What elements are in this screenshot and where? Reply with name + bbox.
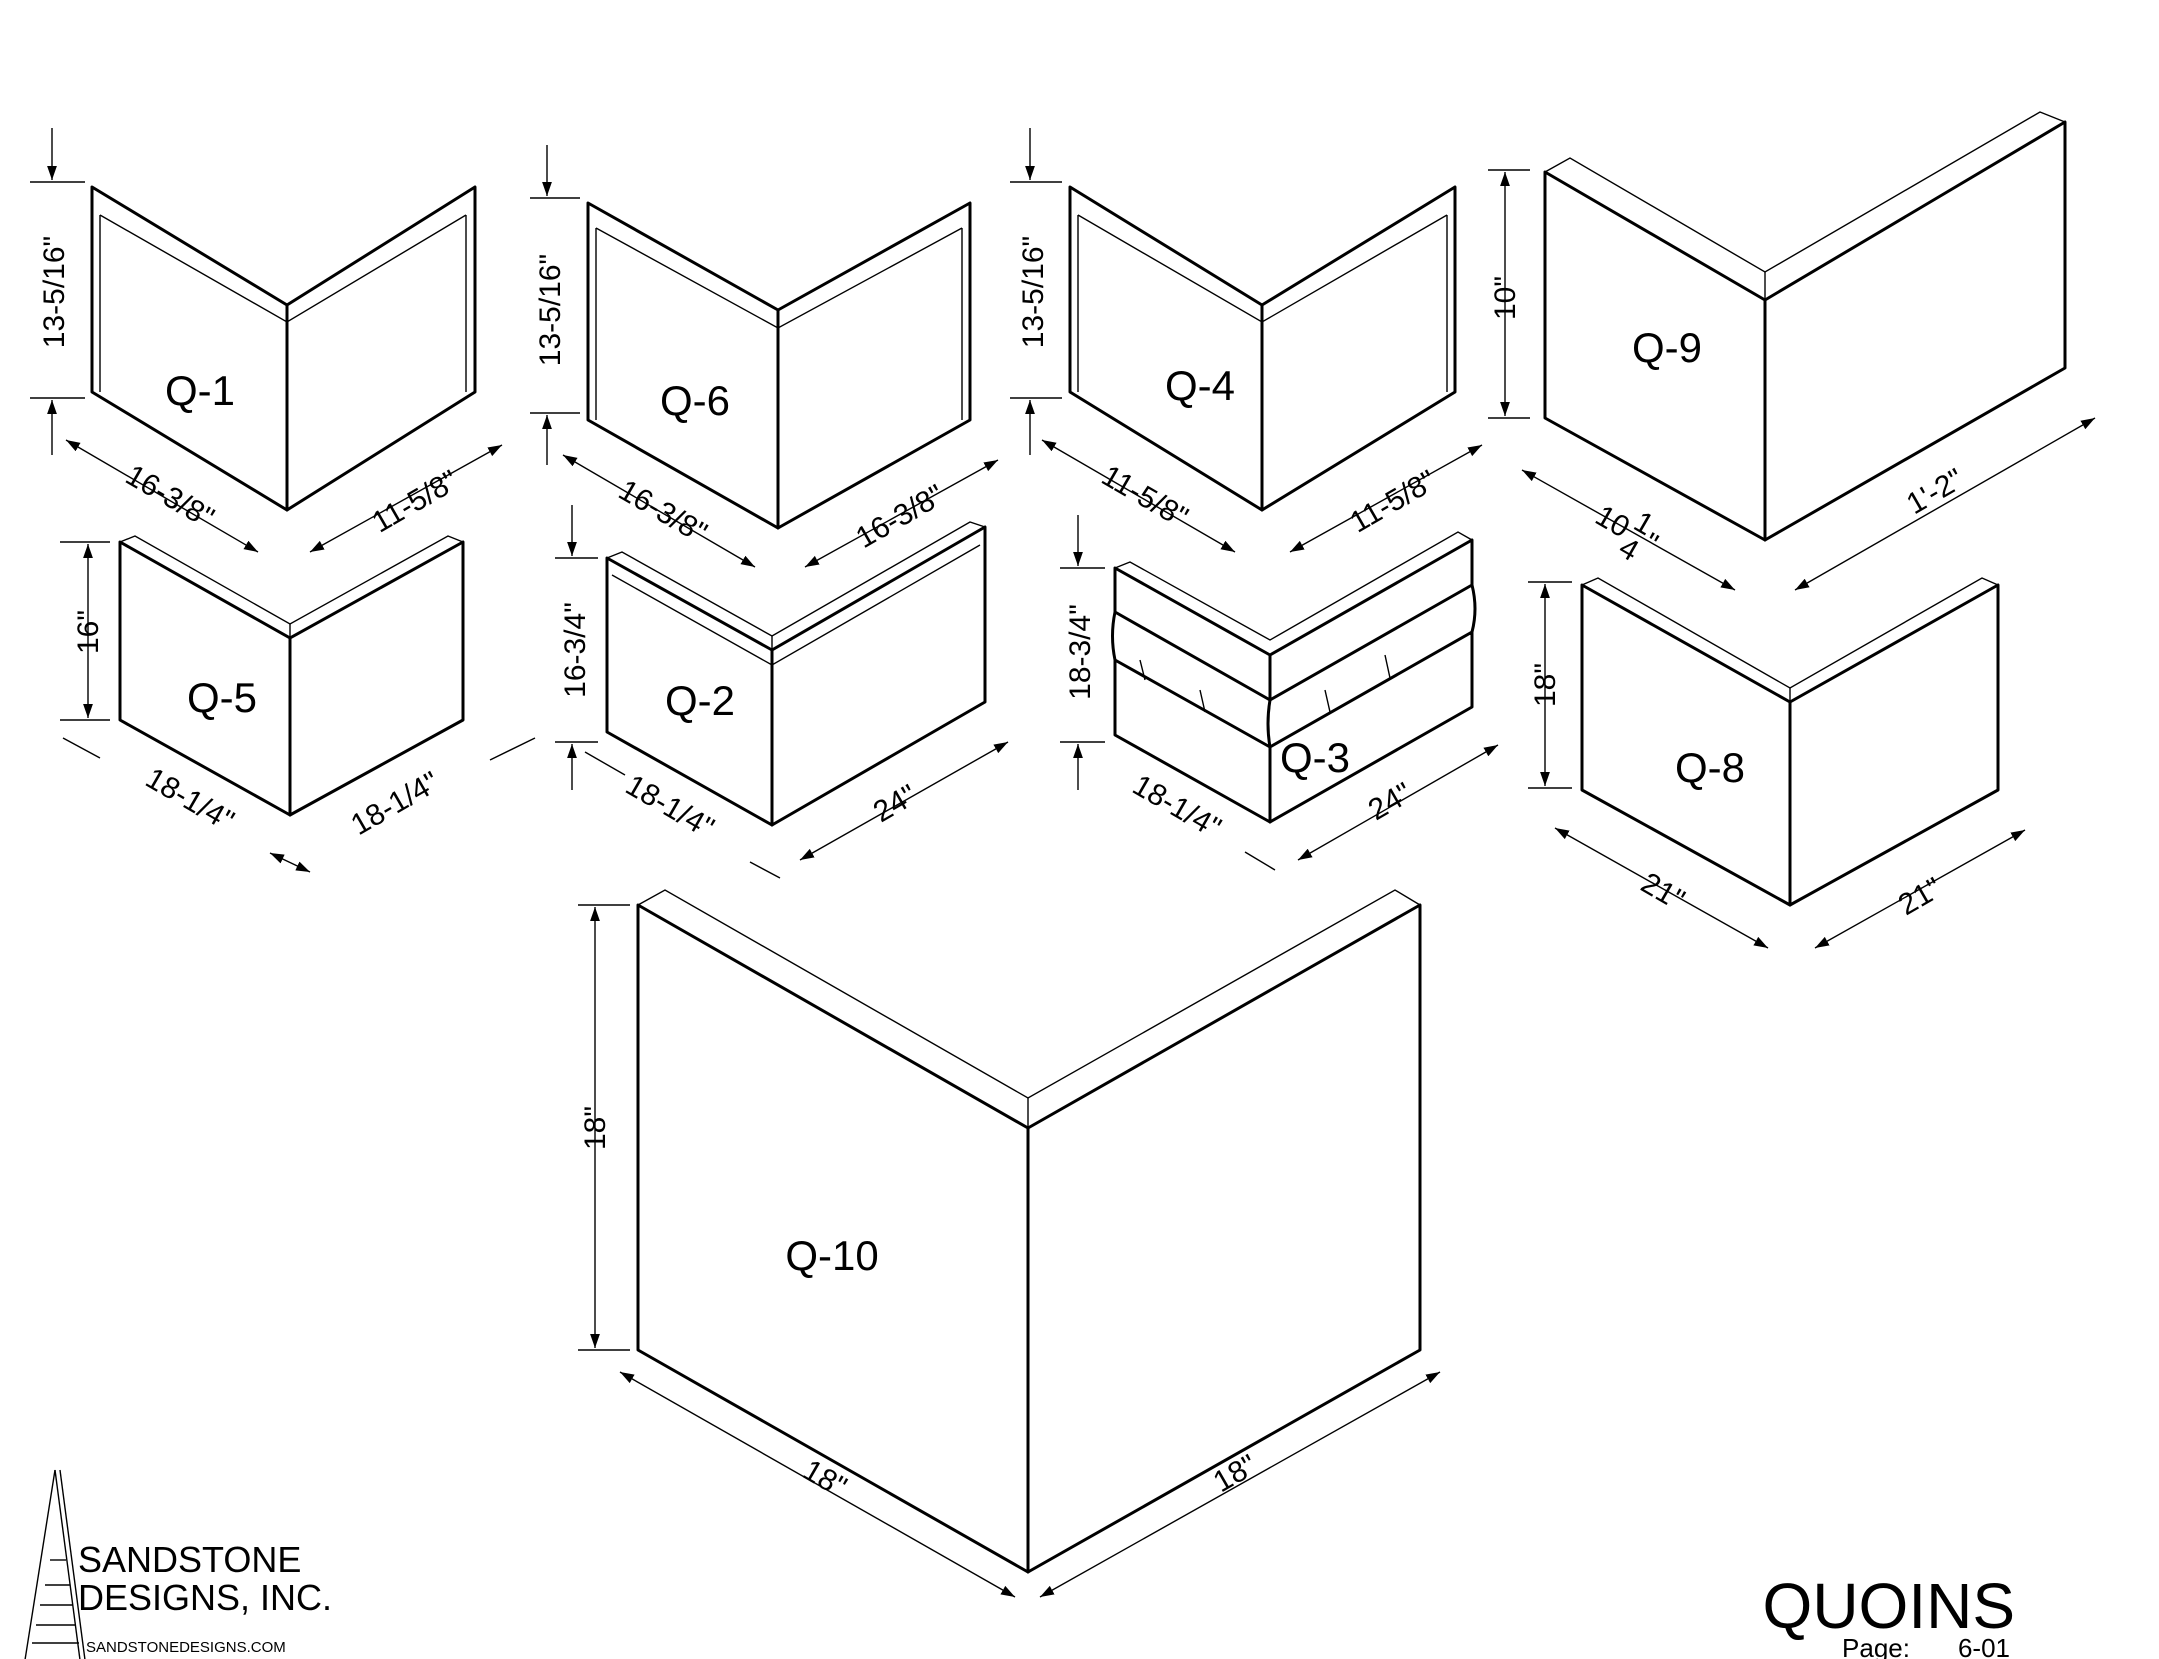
quoin-q2-right-face [770,525,987,827]
quoin-q4-left-face [1068,185,1264,512]
quoin-q3-height-dim: 18-3/4" [1064,604,1097,700]
quoin-q3: Q-3 18-3/4" 18-1/4" 24" [1060,515,1499,871]
quoin-q10-label: Q-10 [785,1232,878,1279]
quoin-q4-height-dim: 13-5/16" [1017,236,1050,348]
quoin-q9: Q-9 10" 10 1 4 " 1'-2" [1488,111,2096,591]
quoin-q4-left-length-dim: 11-5/8" [1096,459,1193,534]
quoin-q10-height-dim: 18" [579,1106,612,1150]
quoin-q4-label: Q-4 [1165,362,1235,409]
quoin-q5-height-dim: 16" [72,610,105,654]
pyramid-logo-icon [24,1469,86,1659]
quoin-q8-left-length-dim: 21" [1635,866,1690,917]
quoin-q6-height-dim: 13-5/16" [534,254,567,366]
quoin-q1-left-length-dim: 16-3/8" [120,459,219,535]
title-block: QUOINS Page: 6-01 [1763,1570,2015,1659]
quoin-q9-height-dim: 10" [1489,276,1522,320]
quoin-q2-label: Q-2 [665,677,735,724]
quoin-q9-right-length-dim: 1'-2" [1901,463,1969,521]
logo-website: SANDSTONEDESIGNS.COM [86,1639,286,1656]
quoin-q9-label: Q-9 [1632,324,1702,371]
quoin-q8-label: Q-8 [1675,744,1745,791]
quoin-q6-right-face [776,201,972,530]
company-logo: SANDSTONE DESIGNS, INC. SANDSTONEDESIGNS… [24,1469,332,1659]
page-number: 6-01 [1958,1633,2010,1659]
quoin-q4-right-length-dim: 11-5/8" [1345,464,1442,539]
quoin-q2-height-dim: 16-3/4" [559,602,592,698]
quoin-q1-label: Q-1 [165,367,235,414]
quoin-q8-right-face [1788,583,2000,907]
quoin-q8-right-length-dim: 21" [1893,871,1948,922]
quoin-q6-label: Q-6 [660,377,730,424]
quoin-q4-right-face [1260,185,1457,512]
page-label: Page: [1842,1633,1910,1659]
quoin-q6-left-length-dim: 16-3/8" [613,474,712,550]
quoin-q2: Q-2 16-3/4" 18-1/4" 24" [555,505,1009,879]
quoin-q5: Q-5 16" 18-1/4" 18-1/4" [60,535,536,873]
quoin-q1-left-face [90,185,289,512]
quoin-q3-right-length-dim: 24" [1363,776,1418,827]
quoin-q1-right-length-dim: 11-5/8" [367,464,464,539]
quoin-q6-right-length-dim: 16-3/8" [851,479,950,555]
quoin-q2-right-length-dim: 24" [868,778,923,829]
logo-company-line1: SANDSTONE [78,1539,301,1580]
quoin-q8: Q-8 18" 21" 21" [1528,577,2026,949]
quoin-q8-height-dim: 18" [1529,663,1562,707]
quoin-q3-label: Q-3 [1280,734,1350,781]
quoin-q5-right-face [288,540,465,817]
quoin-q1: Q-1 13-5/16" 16-3/8" 11-5/8" [30,128,503,553]
quoin-q1-right-face [285,185,477,512]
quoin-q6: Q-6 13-5/16" 16-3/8" 16-3/8" [530,145,999,568]
quoin-q6-left-face [586,201,780,530]
quoin-q5-label: Q-5 [187,674,257,721]
quoin-q10: Q-10 18" 18" 18" [578,889,1441,1598]
quoin-q1-height-dim: 13-5/16" [38,236,71,348]
quoin-q4: Q-4 13-5/16" 11-5/8" 11-5/8" [1010,128,1483,553]
logo-company-line2: DESIGNS, INC. [78,1577,332,1618]
sheet-title: QUOINS [1763,1570,2015,1642]
